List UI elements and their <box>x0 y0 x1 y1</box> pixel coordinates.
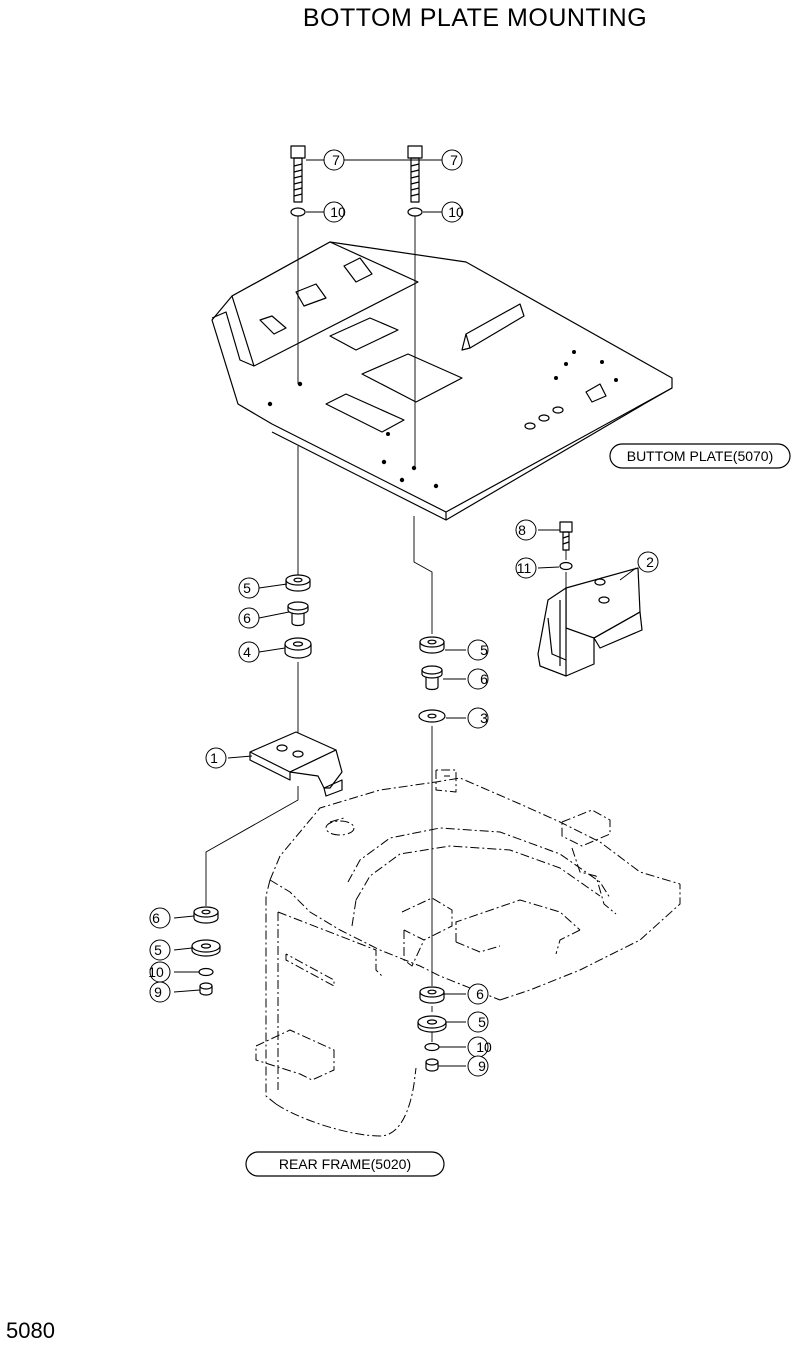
mount-rubber-icon <box>191 939 221 957</box>
page-title: BOTTOM PLATE MOUNTING <box>302 4 648 32</box>
bracket-icon <box>537 567 643 677</box>
bolt-icon <box>407 145 423 203</box>
part-label-5: 5 <box>480 642 488 658</box>
washer-icon <box>559 561 573 571</box>
washer-icon <box>418 709 446 723</box>
bolt-icon <box>559 521 573 551</box>
part-label-5: 5 <box>154 942 162 958</box>
part-label-1: 1 <box>210 750 218 766</box>
part-label-10: 10 <box>330 204 346 220</box>
bushing-icon <box>421 665 443 691</box>
part-label-6: 6 <box>152 910 160 926</box>
part-label-6: 6 <box>476 986 484 1002</box>
bottom-plate-callout: BUTTOM PLATE(5070) <box>627 448 774 464</box>
washer-icon <box>290 207 306 217</box>
rear-frame-drawing <box>255 769 681 1137</box>
mount-rubber-icon <box>419 986 445 1004</box>
part-label-11: 11 <box>517 560 532 576</box>
washer-icon <box>407 207 423 217</box>
bottom-plate-drawing <box>211 241 673 521</box>
part-label-5: 5 <box>478 1014 486 1030</box>
part-label-5: 5 <box>243 580 251 596</box>
washer-icon <box>424 1042 440 1052</box>
mount-rubber-icon <box>284 637 312 659</box>
page-number: 5080 <box>6 1318 55 1343</box>
part-label-9: 9 <box>478 1058 486 1074</box>
nut-icon <box>425 1058 439 1072</box>
bracket-icon <box>249 731 343 797</box>
washer-icon <box>198 967 214 977</box>
rear-frame-callout: REAR FRAME(5020) <box>279 1156 411 1172</box>
part-label-10: 10 <box>148 964 164 980</box>
part-label-10: 10 <box>448 204 464 220</box>
bushing-icon <box>287 601 309 627</box>
part-label-6: 6 <box>243 610 251 626</box>
part-label-7: 7 <box>332 152 340 168</box>
part-label-2: 2 <box>646 554 654 570</box>
part-label-4: 4 <box>243 644 251 660</box>
mount-rubber-icon <box>193 906 219 924</box>
part-label-7: 7 <box>450 152 458 168</box>
bolt-icon <box>290 145 306 203</box>
part-label-6: 6 <box>480 671 488 687</box>
mount-rubber-icon <box>285 574 311 592</box>
nut-icon <box>199 982 213 996</box>
part-label-10: 10 <box>476 1039 492 1055</box>
part-label-8: 8 <box>518 522 526 538</box>
part-label-9: 9 <box>154 984 162 1000</box>
mount-rubber-icon <box>417 1015 447 1033</box>
part-label-3: 3 <box>480 710 488 726</box>
mount-rubber-icon <box>419 636 445 654</box>
